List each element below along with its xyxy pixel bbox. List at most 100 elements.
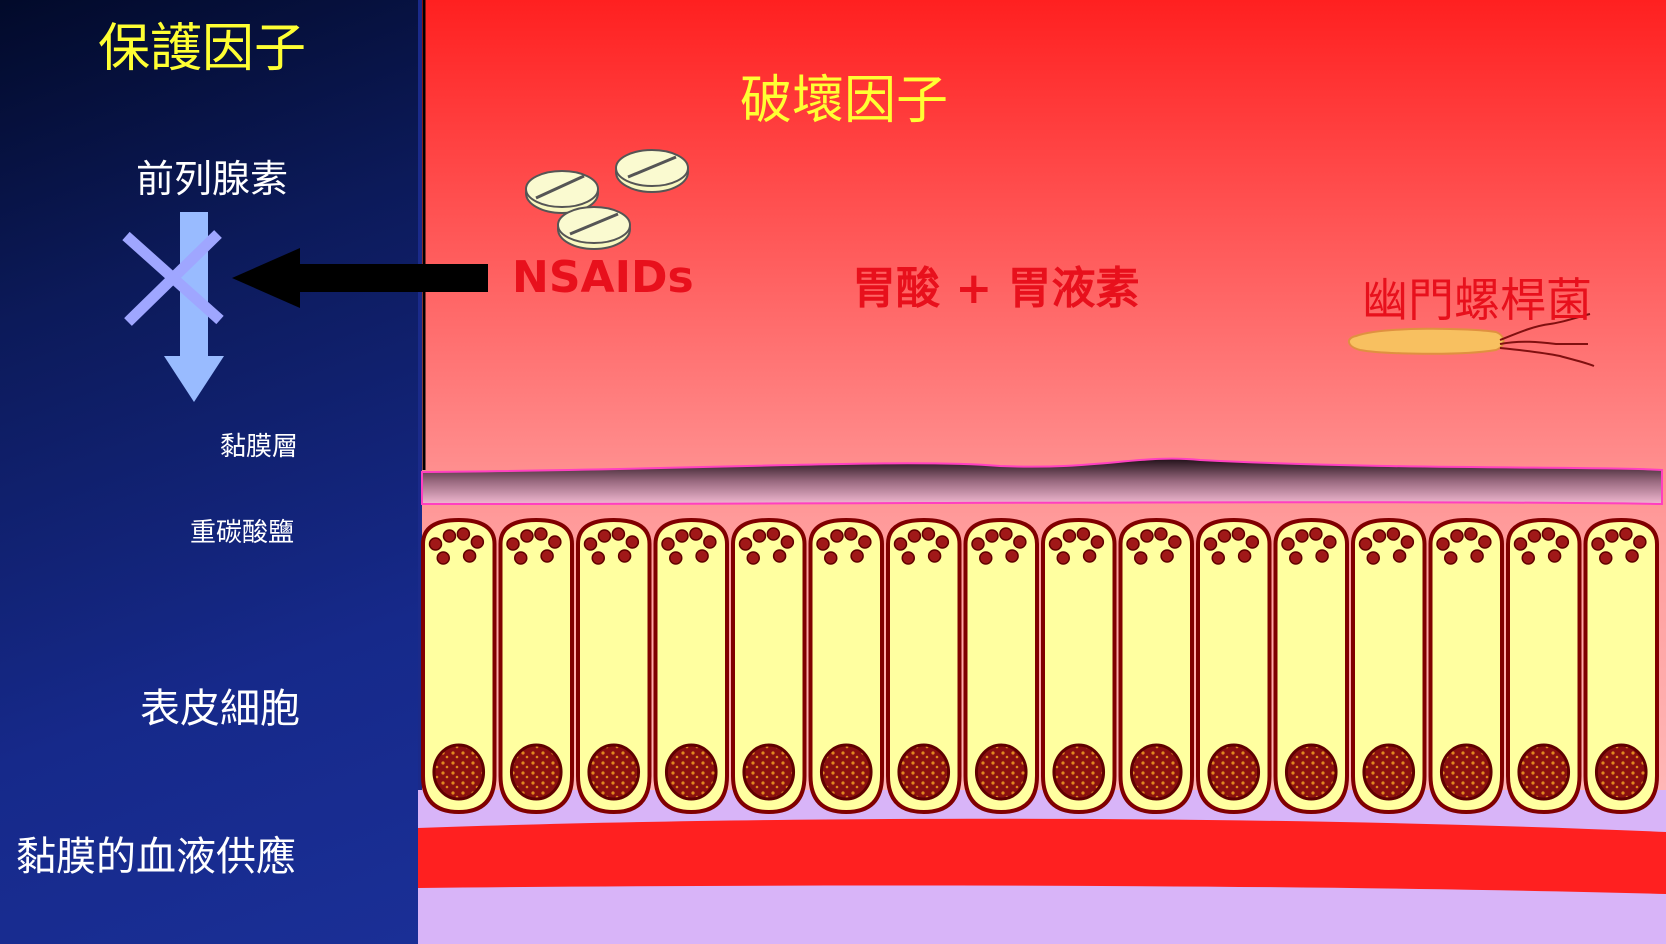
prostaglandin-label: 前列腺素 — [136, 157, 289, 201]
cell-nucleus — [819, 743, 873, 801]
epithelial-cell — [1041, 517, 1117, 815]
mucus-granule — [1237, 549, 1252, 563]
mucus-granule — [1464, 527, 1478, 541]
mucus-granule — [738, 537, 753, 551]
mucus-granule — [766, 527, 781, 541]
h-pylori-label: 幽門螺桿菌 — [1362, 273, 1592, 327]
mucus-granule — [456, 527, 471, 541]
mucus-granule — [985, 529, 999, 543]
mucus-granule — [1126, 537, 1140, 551]
mucus-granule — [591, 551, 605, 565]
mucus-granule — [772, 549, 787, 563]
mucus-granule — [1154, 527, 1168, 541]
cell-nucleus — [1284, 743, 1338, 801]
mucus-granule — [1633, 535, 1647, 549]
mucus-granule — [1082, 549, 1097, 563]
epithelial-cell-row — [421, 517, 1659, 815]
mucus-granule — [1450, 529, 1464, 543]
mucus-granule — [907, 529, 922, 543]
bicarbonate-label: 重碳酸鹽 — [190, 518, 295, 548]
mucus-granule — [1013, 535, 1027, 549]
mucus-granule — [927, 549, 942, 563]
mucus-granule — [675, 529, 689, 543]
blood-supply-label: 黏膜的血液供應 — [16, 834, 296, 880]
mucus-granule — [669, 551, 683, 565]
mucus-layer-label: 黏膜層 — [220, 432, 299, 462]
mucus-granule — [1470, 549, 1484, 563]
mucus-granule — [597, 529, 612, 543]
mucus-granule — [1392, 549, 1407, 563]
cell-nucleus — [974, 743, 1028, 801]
mucus-granule — [506, 537, 520, 551]
nsaids-label: NSAIDs — [512, 252, 694, 303]
cell-nucleus — [1594, 743, 1648, 801]
epithelial-cell — [1273, 517, 1349, 815]
epithelial-cell — [1583, 517, 1659, 815]
epithelial-cell — [421, 517, 497, 815]
mucus-granule — [1619, 527, 1633, 541]
mucus-granule — [824, 551, 838, 565]
mucus-granule — [752, 529, 767, 543]
protective-factors-panel — [0, 0, 418, 944]
mucus-granule — [695, 549, 709, 563]
mucus-granule — [514, 551, 528, 565]
mucus-granule — [1309, 527, 1323, 541]
inhibition-arrow — [232, 248, 488, 308]
mucus-granule — [1217, 529, 1232, 543]
mucus-granule — [1478, 535, 1492, 549]
mucus-granule — [462, 549, 477, 563]
mucus-granule — [1400, 535, 1415, 549]
mucus-granule — [1090, 535, 1105, 549]
mucus-granule — [746, 551, 760, 565]
mucus-granule — [1231, 527, 1246, 541]
mucus-granule — [703, 535, 717, 549]
epithelial-cell — [653, 517, 729, 815]
mucus-granule — [1062, 529, 1077, 543]
mucus-granule — [1056, 551, 1070, 565]
mucus-granule — [617, 549, 632, 563]
mucus-granule — [428, 537, 443, 551]
mucus-granule — [1555, 535, 1570, 549]
blood-vessel — [418, 818, 1666, 894]
cell-nucleus — [1362, 743, 1416, 801]
mucus-granule — [935, 535, 950, 549]
mucus-granule — [1048, 537, 1063, 551]
mucus-granule — [844, 527, 858, 541]
mucus-granule — [1005, 549, 1019, 563]
mucus-granule — [1289, 551, 1303, 565]
mucus-granule — [1521, 551, 1535, 565]
mucus-granule — [540, 549, 554, 563]
mucus-granule — [1140, 529, 1154, 543]
epithelial-cell — [1196, 517, 1272, 815]
cell-nucleus — [664, 743, 718, 801]
mucus-granule — [1372, 529, 1387, 543]
epithelial-cell — [1118, 517, 1194, 815]
mucus-granule — [971, 537, 985, 551]
cell-nucleus — [1052, 743, 1106, 801]
epithelial-cell — [731, 517, 807, 815]
mucus-granule — [1358, 537, 1373, 551]
epithelial-cell — [1506, 517, 1582, 815]
mucus-granule — [1134, 551, 1148, 565]
mucus-granule — [816, 537, 830, 551]
mucus-granule — [520, 529, 534, 543]
cell-nucleus — [1517, 743, 1571, 801]
cell-nucleus — [1129, 743, 1183, 801]
mucus-granule — [1211, 551, 1225, 565]
mucus-granule — [1168, 535, 1182, 549]
protective-factors-title: 保護因子 — [98, 19, 307, 79]
epithelial-cell — [1351, 517, 1427, 815]
mucus-granule — [850, 549, 864, 563]
epithelial-cell — [576, 517, 652, 815]
mucus-granule — [1295, 529, 1309, 543]
cell-nucleus — [509, 743, 563, 801]
mucus-granule — [689, 527, 703, 541]
mucus-granule — [1436, 537, 1450, 551]
mucus-granule — [1203, 537, 1218, 551]
mucus-granule — [1386, 527, 1401, 541]
mucus-granule — [1245, 535, 1260, 549]
mucus-granule — [999, 527, 1013, 541]
epithelial-cell — [808, 517, 884, 815]
mucus-granule — [1547, 549, 1562, 563]
